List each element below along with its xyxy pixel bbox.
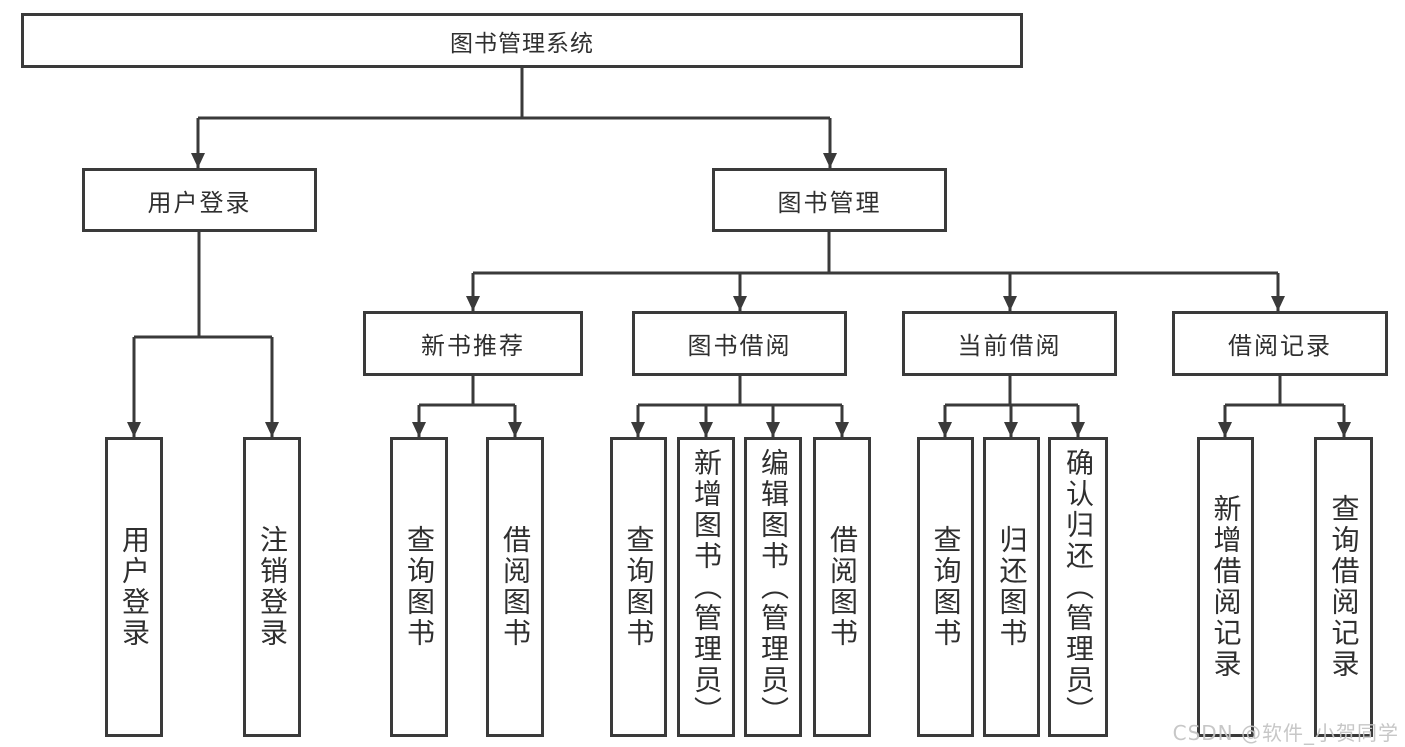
leaf-user-login: 用户登录 [105, 437, 163, 737]
connector-arrows [127, 118, 1351, 437]
leaf-bb-add-books: 新增图书（管理员） [677, 437, 735, 737]
node-book-mgmt: 图书管理 [712, 168, 947, 232]
node-borrow-record: 借阅记录 [1172, 311, 1388, 376]
leaf-bb-borrow-books: 借阅图书 [813, 437, 871, 737]
node-current-borrow: 当前借阅 [902, 311, 1117, 376]
node-new-book-rec: 新书推荐 [363, 311, 583, 376]
leaf-cb-query-books: 查询图书 [917, 437, 974, 737]
leaf-br-add-record: 新增借阅记录 [1197, 437, 1254, 737]
leaf-cb-return-books: 归还图书 [983, 437, 1040, 737]
leaf-logout: 注销登录 [243, 437, 301, 737]
leaf-bb-query-books: 查询图书 [610, 437, 667, 737]
leaf-cb-confirm-return: 确认归还（管理员） [1048, 437, 1108, 737]
node-book-borrow: 图书借阅 [632, 311, 847, 376]
node-user-login: 用户登录 [82, 168, 317, 232]
leaf-nb-borrow-books: 借阅图书 [486, 437, 544, 737]
node-root: 图书管理系统 [21, 13, 1023, 68]
csdn-watermark: CSDN @软件_小贺同学 [1172, 721, 1399, 745]
leaf-bb-edit-books: 编辑图书（管理员） [744, 437, 802, 737]
leaf-nb-query-books: 查询图书 [390, 437, 448, 737]
leaf-br-query-record: 查询借阅记录 [1314, 437, 1373, 737]
connector-trunks [134, 68, 1344, 407]
